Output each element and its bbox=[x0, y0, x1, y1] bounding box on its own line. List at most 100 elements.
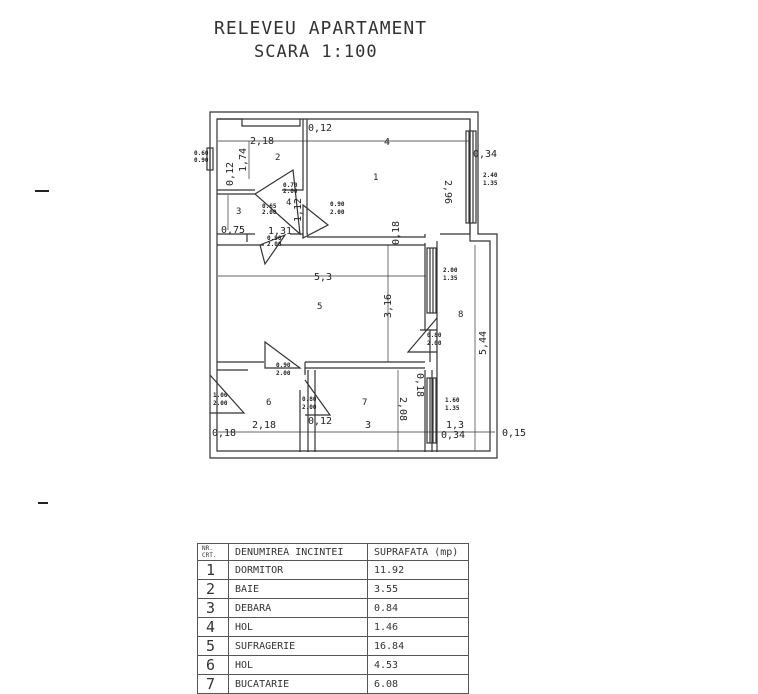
opening-label: 1.35 bbox=[443, 275, 458, 282]
cell-nr: 4 bbox=[197, 617, 229, 637]
opening-label: 0.60 bbox=[194, 150, 209, 157]
door-swing-1 bbox=[302, 203, 330, 239]
cell-nr: 1 bbox=[197, 560, 229, 580]
cell-name: HOL bbox=[228, 655, 368, 675]
cell-nr: 2 bbox=[197, 579, 229, 599]
dim-label: 0,75 bbox=[221, 225, 245, 236]
room-label-5: 5 bbox=[317, 302, 322, 312]
dim-label: 0,15 bbox=[502, 428, 526, 439]
header-nr-line2: CRT. bbox=[202, 552, 217, 559]
window-right bbox=[465, 130, 477, 224]
dim-label: 0,34 bbox=[473, 149, 497, 160]
cell-area: 0.84 bbox=[367, 598, 469, 618]
room-label-3: 3 bbox=[236, 207, 241, 217]
dim-label: 0,18 bbox=[391, 221, 402, 245]
wall-room-3 bbox=[217, 193, 304, 242]
dim-label: 0,18 bbox=[212, 428, 236, 439]
opening-label: 1.60 bbox=[445, 397, 460, 404]
dim-label: 2,08 bbox=[397, 397, 408, 421]
opening-label: 0.80 bbox=[427, 332, 442, 339]
opening-label: 0.90 bbox=[276, 362, 291, 369]
dimension-lines bbox=[218, 140, 495, 452]
dim-label: 1,3 bbox=[446, 420, 464, 431]
cell-name: DORMITOR bbox=[228, 560, 368, 580]
header-nr: NR.CRT. bbox=[197, 543, 229, 561]
scan-speck bbox=[38, 502, 48, 504]
dim-label: 5,44 bbox=[478, 331, 489, 355]
opening-label: 2.00 bbox=[267, 241, 282, 248]
door-swing-7 bbox=[304, 379, 332, 416]
dim-label: 4 bbox=[384, 137, 390, 148]
cell-name: BAIE bbox=[228, 579, 368, 599]
dim-label: 5,3 bbox=[314, 272, 332, 283]
scan-speck bbox=[35, 190, 49, 192]
opening-label: 2.00 bbox=[283, 188, 298, 195]
opening-label: 2.00 bbox=[302, 404, 317, 411]
opening-label: 0.80 bbox=[302, 396, 317, 403]
dim-label: 0,12 bbox=[308, 416, 332, 427]
cell-area: 16.84 bbox=[367, 636, 469, 656]
dim-label: 1,12 bbox=[293, 198, 304, 222]
opening-label: 2.00 bbox=[427, 340, 442, 347]
opening-label: 2.40 bbox=[483, 172, 498, 179]
room-label-8: 8 bbox=[458, 310, 463, 320]
dim-label: 1,74 bbox=[238, 148, 249, 172]
scale-label: SCARA 1:100 bbox=[254, 42, 378, 62]
dim-label: 3,16 bbox=[383, 294, 394, 318]
dim-label: 2,96 bbox=[442, 180, 453, 204]
window-left bbox=[206, 147, 214, 171]
door-swing-6 bbox=[209, 374, 246, 414]
opening-label: 2.00 bbox=[330, 209, 345, 216]
dim-label: 1,31 bbox=[268, 226, 292, 237]
opening-label: 2.00 bbox=[443, 267, 458, 274]
cell-name: HOL bbox=[228, 617, 368, 637]
cell-area: 4.53 bbox=[367, 655, 469, 675]
room-label-6: 6 bbox=[266, 398, 271, 408]
opening-label: 0.90 bbox=[267, 235, 282, 242]
dim-label: 2,18 bbox=[250, 136, 274, 147]
header-nr-line1: NR. bbox=[202, 545, 213, 552]
page-title: RELEVEU APARTAMENT bbox=[214, 18, 428, 39]
room-label-2: 2 bbox=[275, 153, 280, 163]
cell-name: SUFRAGERIE bbox=[228, 636, 368, 656]
opening-label: 0.70 bbox=[283, 182, 298, 189]
cell-area: 1.46 bbox=[367, 617, 469, 637]
wall-room-5-bottom bbox=[217, 361, 433, 452]
dim-label: 0,12 bbox=[308, 123, 332, 134]
header-area: SUPRAFATA (mp) bbox=[367, 543, 469, 561]
cell-area: 3.55 bbox=[367, 579, 469, 599]
cell-name: DEBARA bbox=[228, 598, 368, 618]
dim-label: 2,18 bbox=[252, 420, 276, 431]
window-room-8-top bbox=[426, 247, 437, 314]
wall-room-1 bbox=[306, 119, 471, 238]
header-name: DENUMIREA INCINTEI bbox=[228, 543, 368, 561]
dim-label: 0,18 bbox=[414, 373, 425, 397]
dim-label: 0,34 bbox=[441, 430, 465, 441]
room-label-1: 1 bbox=[373, 173, 378, 183]
opening-label: 0.65 bbox=[262, 203, 277, 210]
cell-nr: 3 bbox=[197, 598, 229, 618]
opening-label: 2.00 bbox=[262, 209, 277, 216]
opening-label: 1.00 bbox=[213, 392, 228, 399]
outer-wall bbox=[209, 111, 498, 459]
cell-nr: 7 bbox=[197, 674, 229, 694]
rooms-table: NR.CRT. DENUMIREA INCINTEI SUPRAFATA (mp… bbox=[197, 543, 469, 694]
table-header-row: NR.CRT. DENUMIREA INCINTEI SUPRAFATA (mp… bbox=[197, 543, 469, 561]
cell-nr: 6 bbox=[197, 655, 229, 675]
cell-name: BUCATARIE bbox=[228, 674, 368, 694]
door-swing-2 bbox=[254, 168, 301, 236]
opening-label: 1.35 bbox=[445, 405, 460, 412]
opening-label: 2.00 bbox=[276, 370, 291, 377]
dim-label: 3 bbox=[365, 420, 371, 431]
room-label-7: 7 bbox=[362, 398, 367, 408]
cell-area: 11.92 bbox=[367, 560, 469, 580]
opening-label: 0.90 bbox=[194, 157, 209, 164]
dim-label: 0,12 bbox=[225, 162, 236, 186]
